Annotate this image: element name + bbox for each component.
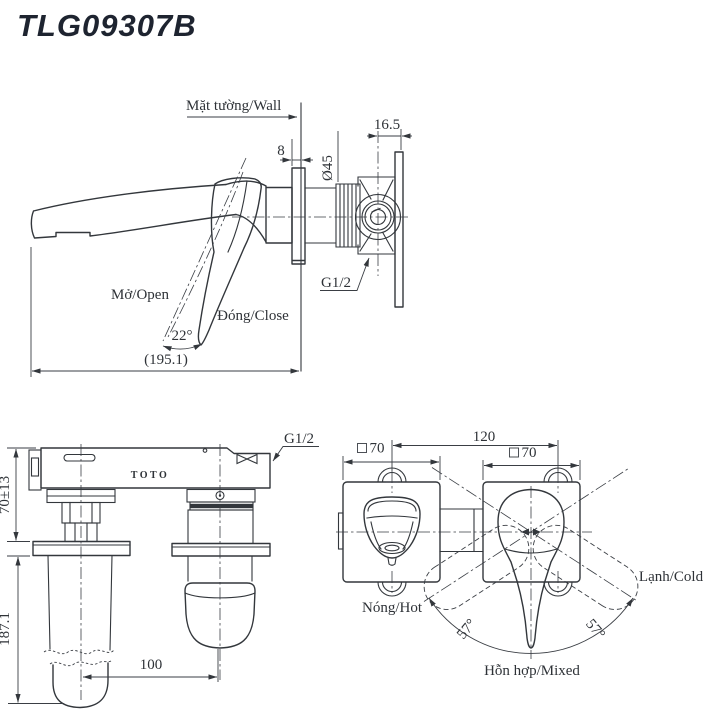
product-code: TLG09307B [17, 8, 197, 43]
wall-label: Mặt tường/Wall [186, 98, 281, 114]
angle-left-label: 57° [454, 616, 480, 642]
side-view: Mặt tường/Wall 22° Mở/Open Đóng/Close (1… [30, 98, 412, 377]
wall-offset-dim-label: 70±13 [0, 476, 13, 514]
indicator-icon [236, 453, 258, 465]
handle-column [171, 444, 271, 680]
body-end-cap [28, 449, 42, 491]
square-symbol [509, 447, 519, 458]
square-symbol [357, 443, 367, 453]
handle-closed-outline [197, 177, 262, 346]
body-outline [225, 180, 293, 244]
depth-dim-label: 16.5 [374, 117, 400, 133]
open-label: Mở/Open [111, 287, 169, 303]
spout-front [363, 496, 421, 566]
left-plate-dim-label: 70 [370, 441, 385, 457]
left-plate-tab [337, 512, 344, 550]
thread-label: G1/2 [284, 431, 314, 447]
overall-dim-label: (195.1) [144, 352, 188, 368]
right-plate-dim-label: 70 [522, 445, 537, 461]
flange-plate [291, 167, 306, 265]
spout-outline [30, 183, 237, 239]
thread-leader-line [320, 257, 370, 291]
flange-dim-label: 8 [277, 143, 285, 159]
body-slot [63, 453, 96, 462]
valve-connector [439, 508, 484, 553]
rear-body [304, 183, 361, 248]
angle-arc [162, 343, 203, 352]
toto-logo: TOTO [131, 470, 170, 481]
handle-open-outline [167, 171, 244, 338]
handle-inner-line [227, 180, 248, 253]
body-pin [202, 448, 208, 453]
angle-open-label: 22° [172, 328, 193, 344]
valve-bracket [357, 176, 396, 255]
thread-leader-line [272, 446, 319, 462]
escutcheon-edge [394, 151, 404, 308]
handle-hot-position [423, 524, 530, 610]
handle-cold-position [532, 524, 639, 610]
drop-dim-label: 187.1 [0, 612, 13, 646]
centers-dim-label: 120 [473, 429, 496, 445]
pivot-marker [521, 528, 541, 536]
hot-label: Nóng/Hot [362, 600, 423, 616]
spacing-dim-label: 100 [140, 657, 163, 673]
spout-column [32, 444, 131, 709]
cold-label: Lạnh/Cold [639, 569, 704, 585]
thread-label: G1/2 [321, 275, 351, 291]
angle-right-label: 57° [582, 616, 608, 642]
mixed-label: Hỗn hợp/Mixed [484, 663, 580, 679]
handle-open-centerline [162, 157, 247, 342]
diameter-label: Ø45 [320, 155, 336, 181]
body-end-detail [30, 457, 40, 477]
front-view: 57° 57° 120 70 70 Nóng/Hot Lạnh/Cold Hỗn… [336, 429, 704, 679]
close-label: Đóng/Close [217, 308, 289, 324]
mounting-bosses [377, 467, 573, 597]
rotation-arc [428, 597, 634, 654]
plan-view: TOTO G1/2 [0, 431, 319, 709]
